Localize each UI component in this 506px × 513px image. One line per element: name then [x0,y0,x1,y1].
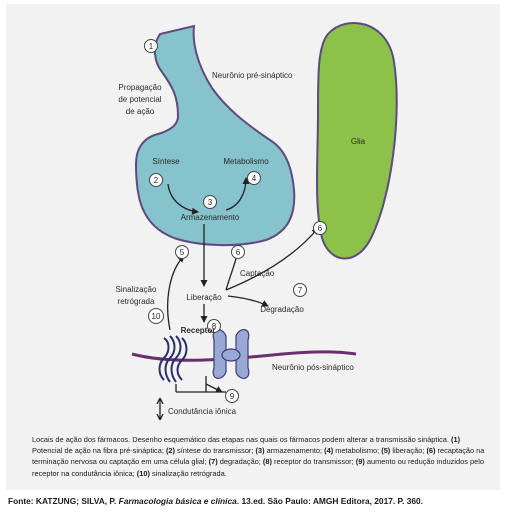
source-suffix: . 13.ed. São Paulo: AMGH Editora, 2017. … [236,496,424,506]
svg-text:6: 6 [236,248,241,257]
glia-shape [316,21,398,260]
svg-text:10: 10 [152,312,161,321]
label-uptake: Captação [240,269,275,278]
caption-item-text: sinalização retrógrada. [149,468,227,478]
marker-6-glia: 6 [313,221,327,235]
marker-1: 1 [144,39,158,53]
caption-item-number: (3) [255,446,265,456]
svg-text:9: 9 [230,392,235,401]
source-title: Farmacologia básica e clínica [118,496,237,506]
svg-text:4: 4 [252,174,257,183]
marker-2: 2 [149,173,163,187]
caption-item-text: armazenamento; [264,446,325,456]
label-propagation-3: de ação [126,107,155,116]
caption-item-text: síntese do transmissor; [174,446,256,456]
receptor-shape [212,329,250,379]
label-receptor: Receptor [181,326,216,335]
label-retrograde-1: Sinalização [116,285,157,294]
svg-text:6: 6 [318,224,323,233]
caption-item-text: degradação; [217,457,263,467]
caption-item-number: (1) [451,435,461,444]
svg-text:8: 8 [212,322,217,331]
ion-channel [158,335,188,383]
caption-item-text: aumento ou redução induzidos pelo recept… [32,457,484,478]
arrow-storage-to-metabolism [225,177,250,211]
caption-items: (1) Potencial de ação na fibra pré-sináp… [32,435,484,478]
marker-5: 5 [175,245,189,259]
arrow-ionic-right [205,383,223,393]
label-retrograde-2: retrógrada [118,297,155,306]
caption-item-number: (6) [426,446,436,456]
caption-item-text: Potencial de ação na fibra pré-sináptica… [32,446,166,456]
svg-text:7: 7 [298,286,303,295]
marker-7: 7 [293,283,307,297]
svg-text:3: 3 [208,198,213,207]
caption-item-number: (9) [355,457,365,467]
marker-9: 9 [225,389,239,403]
source-prefix: Fonte: KATZUNG; SILVA, P. [8,496,119,506]
marker-4: 4 [247,171,261,185]
arrow-ionic-down [156,397,164,421]
label-presynaptic-neuron: Neurônio pré-sináptico [212,71,293,80]
arrow-synthesis-to-storage [167,183,199,215]
label-degradation: Degradação [260,305,304,314]
source-citation: Fonte: KATZUNG; SILVA, P. Farmacologia b… [8,496,502,506]
label-release: Liberação [186,293,222,302]
caption-item-number: (5) [381,446,391,456]
synapse-diagram: 1 2 3 4 5 6 6 7 8 9 10 Neurônio pré-siná… [116,21,398,421]
caption-item-number: (7) [208,457,218,467]
arrow-retrograde-signaling [167,255,185,331]
label-synthesis: Síntese [152,157,180,166]
label-propagation-2: de potencial [118,95,161,104]
caption-item-number: (10) [136,468,150,478]
label-metabolism: Metabolismo [223,157,269,166]
arrow-release-to-degradation [227,295,269,307]
marker-3: 3 [203,195,217,209]
caption-intro: Locais de ação dos fármacos. Desenho esq… [32,435,449,444]
caption-item-number: (2) [165,446,175,456]
caption-item-text: recaptação na terminação nervosa ou capt… [32,446,485,467]
svg-text:2: 2 [154,176,159,185]
label-glia: Glia [351,137,366,146]
figure-panel [6,4,500,490]
caption-item-text: metabolismo; [333,446,382,456]
arrow-release-to-glia [225,227,319,291]
caption-item-number: (4) [324,446,334,456]
figure-caption: Locais de ação dos fármacos. Desenho esq… [32,434,492,479]
postsynaptic-membrane [131,350,357,362]
label-propagation-1: Propagação [118,83,162,92]
caption-item-text: liberação; [390,446,427,456]
caption-item-text: receptor do transmissor; [271,457,356,467]
marker-8: 8 [207,319,221,333]
svg-text:1: 1 [149,42,154,51]
label-ionic-conductance: Condutância iônica [168,407,237,416]
svg-text:5: 5 [180,248,185,257]
marker-6-uptake: 6 [231,245,245,259]
caption-item-number: (8) [262,457,272,467]
marker-10: 10 [148,308,164,324]
presynaptic-neuron-shape [134,24,296,247]
label-storage: Armazenamento [181,213,240,222]
label-postsynaptic-neuron: Neurônio pós-sináptico [272,363,354,372]
